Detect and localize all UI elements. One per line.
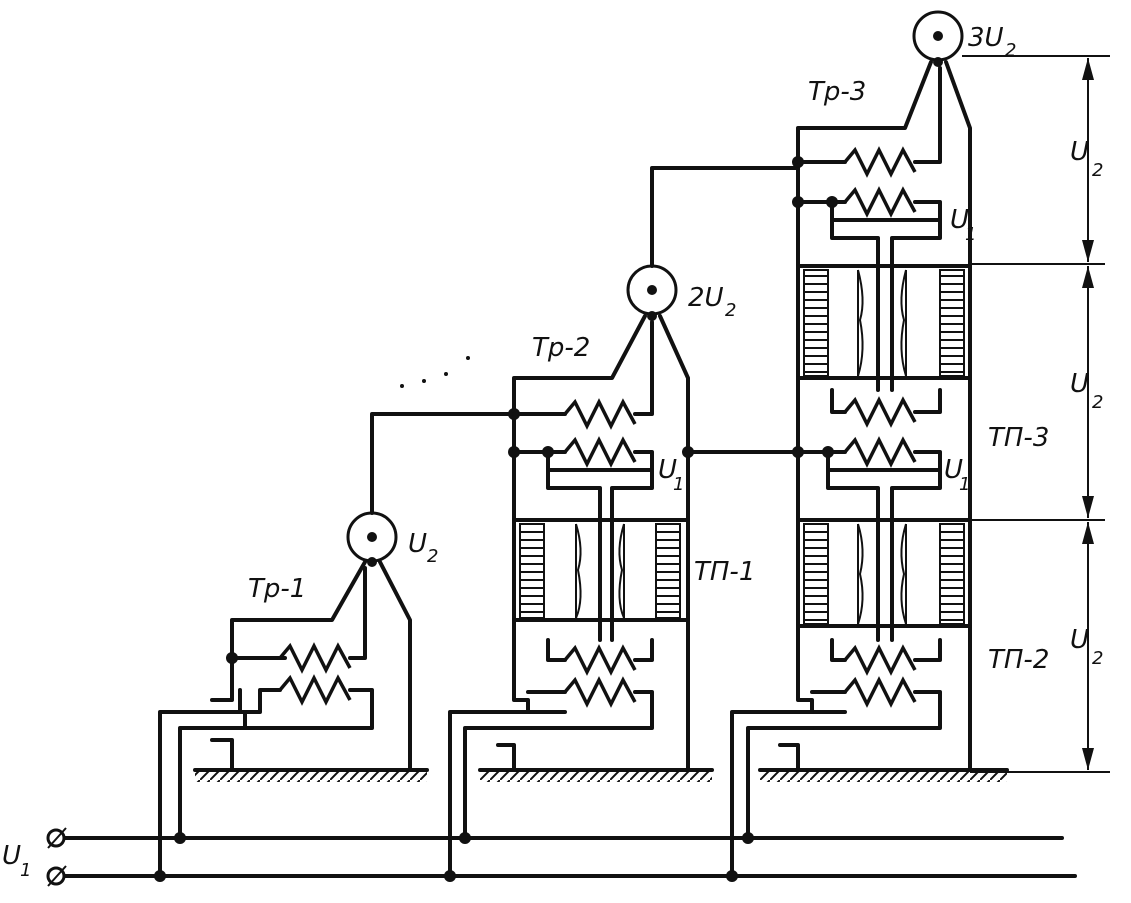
svg-text:U: U — [1070, 625, 1089, 655]
svg-text:U: U — [950, 205, 969, 235]
svg-text:2: 2 — [427, 546, 438, 567]
svg-text:ТП-1: ТП-1 — [694, 557, 755, 587]
svg-text:1: 1 — [959, 474, 970, 495]
u1-tr2-label: U 1 — [658, 455, 684, 495]
dim2-label: U 2 — [1070, 369, 1103, 413]
svg-text:2: 2 — [1092, 392, 1103, 413]
svg-text:U: U — [658, 455, 677, 485]
u1-tr3-lower-label: U 1 — [944, 455, 970, 495]
tr3-label: Тр-3 — [808, 77, 866, 107]
dotted-trail — [400, 356, 470, 388]
link-tr2-tr3 — [650, 166, 800, 458]
svg-text:1: 1 — [965, 224, 976, 245]
ground-strips — [193, 768, 1009, 782]
tp1-label: ТП-1 — [694, 557, 755, 587]
svg-text:2: 2 — [1092, 648, 1103, 669]
supply-bus — [46, 827, 1077, 887]
input-voltage-label: U 1 — [2, 841, 31, 881]
transformer-tr3 — [726, 10, 972, 882]
svg-text:U: U — [944, 455, 963, 485]
dim1-label: U 2 — [1070, 137, 1103, 181]
svg-text:2: 2 — [725, 300, 736, 321]
u1-tr3-upper-label: U 1 — [950, 205, 976, 245]
svg-text:U: U — [1070, 369, 1089, 399]
svg-text:Тр-1: Тр-1 — [248, 574, 306, 604]
svg-text:U: U — [2, 841, 21, 871]
out1-label: U 2 — [408, 529, 438, 567]
svg-text:2: 2 — [1005, 40, 1016, 61]
tr2-label: Тр-2 — [532, 333, 590, 363]
out2-label: 2U 2 — [688, 283, 736, 321]
svg-text:Тр-3: Тр-3 — [808, 77, 866, 107]
link-tr1-tr2 — [370, 412, 516, 515]
svg-text:ТП-2: ТП-2 — [988, 645, 1049, 675]
svg-text:3U: 3U — [968, 23, 1004, 53]
out3-label: 3U 2 — [968, 23, 1016, 61]
dimension-lines — [962, 55, 1110, 773]
svg-text:Тр-2: Тр-2 — [532, 333, 590, 363]
svg-text:2: 2 — [1092, 160, 1103, 181]
svg-text:1: 1 — [673, 474, 684, 495]
tr1-label: Тр-1 — [248, 574, 306, 604]
dim3-label: U 2 — [1070, 625, 1103, 669]
tp2-label: ТП-2 — [988, 645, 1049, 675]
svg-text:1: 1 — [20, 860, 31, 881]
transformer-tr2 — [444, 264, 690, 882]
svg-text:U: U — [408, 529, 427, 559]
transformer-tr1 — [154, 511, 412, 882]
svg-text:ТП-3: ТП-3 — [988, 423, 1049, 453]
svg-text:U: U — [1070, 137, 1089, 167]
tp3-label: ТП-3 — [988, 423, 1049, 453]
svg-text:2U: 2U — [688, 283, 724, 313]
